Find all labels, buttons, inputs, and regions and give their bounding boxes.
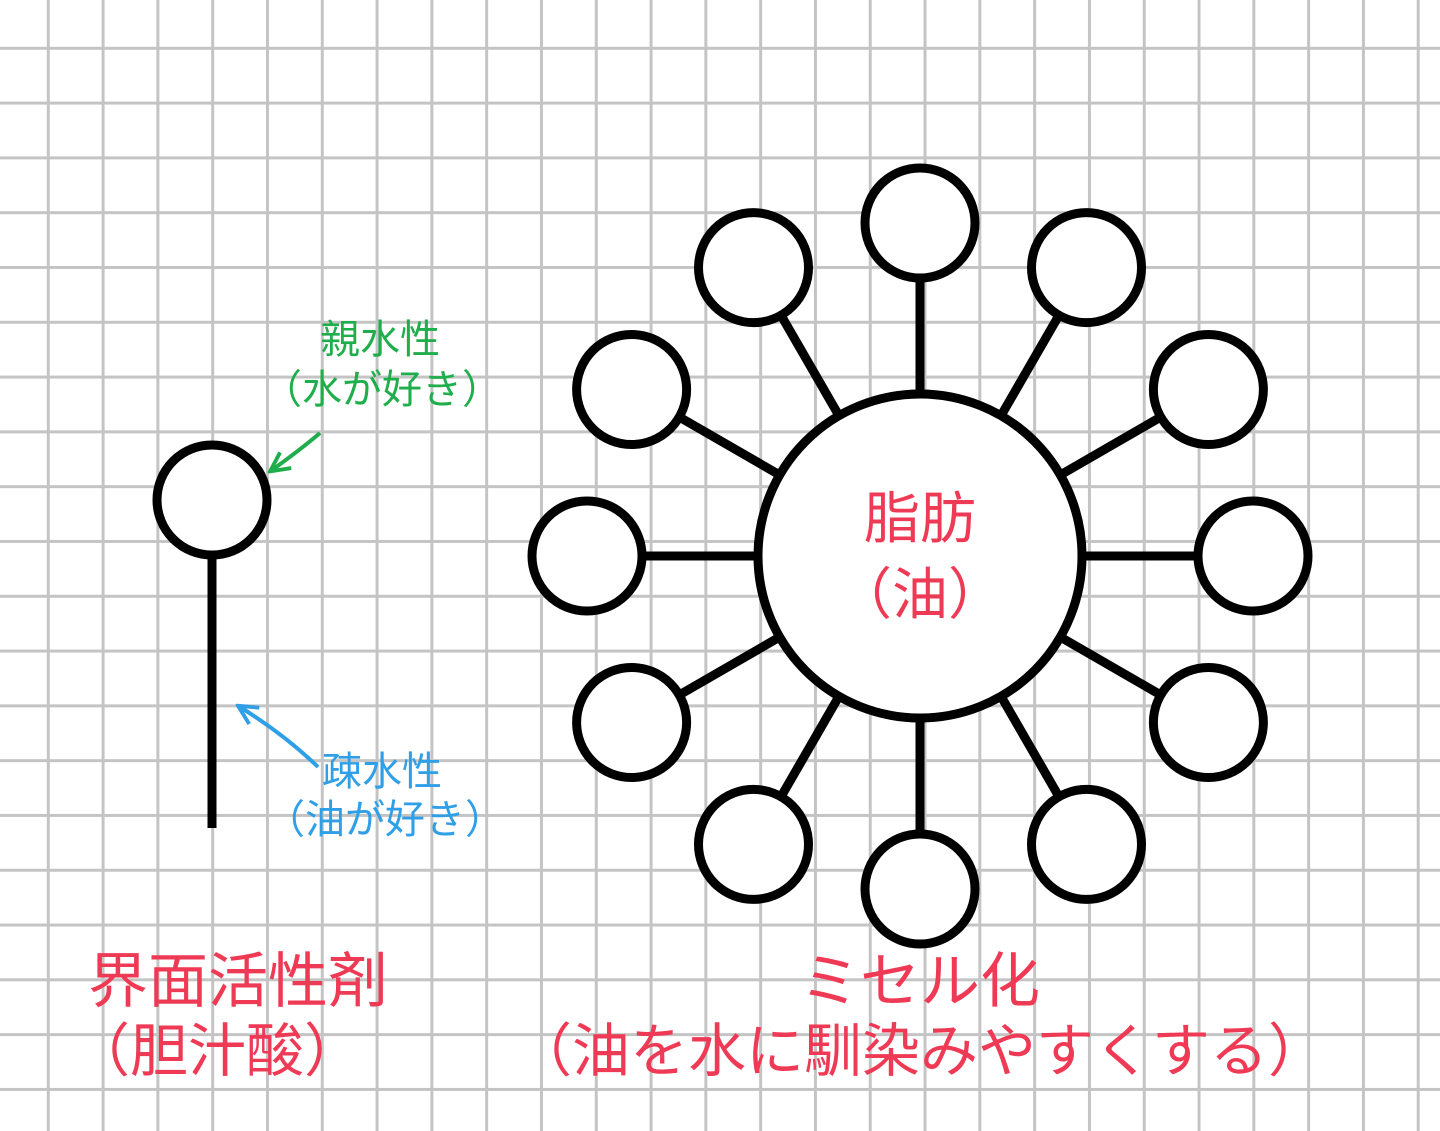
micelle-tail — [676, 634, 781, 699]
surfactant-molecule — [152, 440, 272, 828]
hydrophobic-label: 疎水性 — [322, 749, 442, 795]
micelle-core-note: （油） — [836, 563, 1004, 628]
micelle-title: ミセル化 — [800, 947, 1040, 1017]
micelle-subtitle: （油を水に馴染みやすくする） — [513, 1017, 1326, 1085]
micelle-tail — [998, 312, 1063, 417]
micelle-tail — [998, 695, 1063, 800]
hydrophilic-label: 親水性 — [320, 317, 440, 363]
micelle-tail — [1059, 634, 1164, 699]
micelle-head — [860, 829, 980, 949]
surfactant-title: 界面活性剤 — [88, 947, 388, 1017]
micelle-head — [694, 208, 813, 328]
micelle-tail — [676, 413, 781, 478]
micelle-tail — [777, 312, 842, 417]
micelle-core-label: 脂肪 — [864, 487, 976, 552]
micelle-head — [1148, 330, 1268, 449]
micelle-head — [860, 163, 980, 283]
hydrophilic-head — [152, 440, 272, 560]
hydrophilic-note: （水が好き） — [262, 367, 502, 413]
micelle-head — [572, 663, 692, 782]
hydrophobic-note: （油が好き） — [265, 797, 505, 843]
micelle-head — [527, 496, 647, 616]
surfactant-subtitle: （胆汁酸） — [72, 1017, 363, 1085]
hydrophilic-arrow — [272, 431, 322, 470]
micelle-head — [1027, 208, 1146, 328]
micelle-head — [1148, 663, 1268, 782]
micelle-core — [753, 389, 1087, 723]
micelle — [527, 163, 1313, 949]
micelle-head — [1027, 784, 1146, 904]
hydrophobic-arrow — [240, 707, 320, 769]
micelle-head — [694, 784, 813, 904]
micelle-tail — [1059, 413, 1164, 478]
micelle-tail — [777, 695, 842, 800]
micelle-head — [572, 330, 692, 449]
micelle-head — [1193, 496, 1313, 616]
